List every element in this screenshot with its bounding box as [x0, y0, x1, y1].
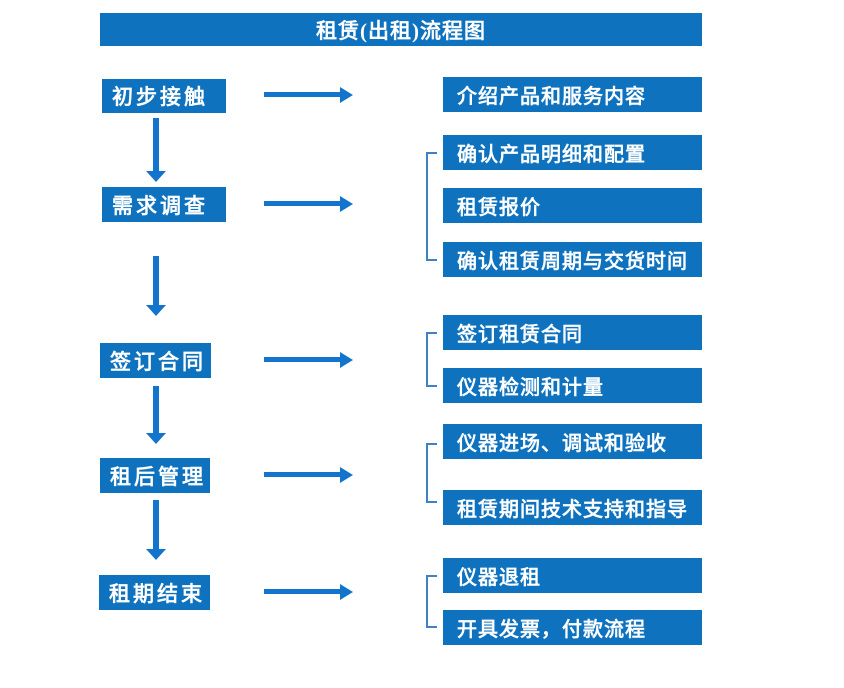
detail-box-introduce-products-services: 介绍产品和服务内容	[443, 77, 702, 112]
step-box-rental-end: 租期结束	[99, 575, 210, 610]
flowchart-title: 租赁(出租)流程图	[100, 13, 702, 46]
detail-box-confirm-product-spec-config: 确认产品明细和配置	[443, 135, 702, 170]
group-bracket	[426, 443, 437, 503]
right-arrow-icon	[264, 87, 353, 103]
arrow-shaft	[153, 118, 159, 172]
detail-box-invoice-payment-process: 开具发票，付款流程	[443, 610, 702, 645]
arrow-head	[146, 549, 166, 560]
arrow-shaft	[264, 589, 341, 594]
detail-box-technical-support-guidance: 租赁期间技术支持和指导	[443, 490, 702, 525]
arrow-shaft	[264, 201, 341, 206]
arrow-shaft	[153, 256, 159, 306]
arrow-head	[146, 305, 166, 316]
arrow-shaft	[264, 472, 341, 477]
arrow-head	[146, 433, 166, 444]
group-bracket	[426, 332, 437, 387]
right-arrow-icon	[264, 352, 353, 368]
arrow-head	[340, 352, 353, 368]
step-box-sign-contract: 签订合同	[100, 343, 211, 378]
step-box-post-rental-management: 租后管理	[100, 458, 210, 493]
arrow-shaft	[153, 500, 159, 550]
down-arrow-icon	[146, 118, 166, 182]
arrow-head	[340, 87, 353, 103]
down-arrow-icon	[146, 386, 166, 444]
arrow-shaft	[264, 357, 341, 362]
arrow-head	[340, 196, 353, 212]
detail-box-confirm-rental-period-delivery: 确认租赁周期与交货时间	[443, 242, 702, 277]
arrow-head	[340, 584, 353, 600]
step-box-initial-contact: 初步接触	[102, 79, 226, 113]
right-arrow-icon	[264, 467, 353, 483]
detail-box-instrument-entry-debug-acceptance: 仪器进场、调试和验收	[443, 424, 702, 459]
arrow-head	[340, 467, 353, 483]
right-arrow-icon	[264, 196, 353, 212]
arrow-head	[146, 171, 166, 182]
arrow-shaft	[264, 92, 341, 97]
arrow-shaft	[153, 386, 159, 434]
down-arrow-icon	[146, 500, 166, 560]
right-arrow-icon	[264, 584, 353, 600]
detail-box-sign-rental-contract: 签订租赁合同	[443, 315, 702, 350]
group-bracket	[426, 152, 437, 261]
detail-box-instrument-return: 仪器退租	[443, 558, 702, 593]
step-box-demand-survey: 需求调查	[102, 187, 226, 222]
detail-box-instrument-testing-metering: 仪器检测和计量	[443, 368, 702, 403]
group-bracket	[426, 575, 437, 628]
detail-box-rental-quotation: 租赁报价	[443, 188, 702, 223]
down-arrow-icon	[146, 256, 166, 316]
